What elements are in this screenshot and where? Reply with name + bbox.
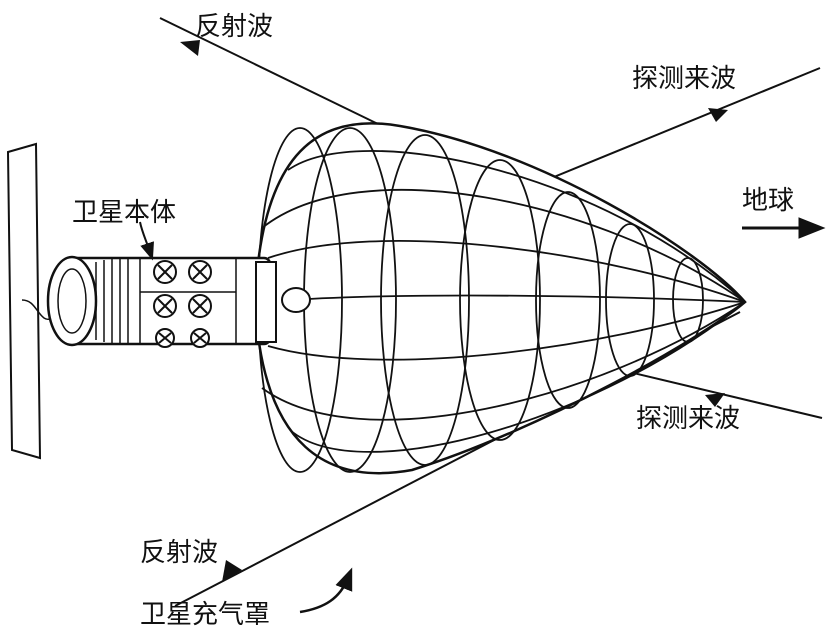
instrument-ports xyxy=(153,260,212,348)
label-probe-wave-top: 探测来波 xyxy=(632,64,737,94)
label-reflected-wave-bottom: 反射波 xyxy=(140,538,219,568)
shield-nose-knob xyxy=(281,287,311,313)
solar-panel xyxy=(6,142,42,460)
probe-wave-top-arrow xyxy=(708,108,728,122)
satellite-body-end-cap xyxy=(46,255,98,347)
satellite-body-collar xyxy=(255,261,277,343)
label-inflatable-shield: 卫星充气罩 xyxy=(140,600,271,630)
satellite-body-leader xyxy=(139,221,154,261)
label-earth: 地球 xyxy=(742,186,795,216)
label-reflected-wave-top: 反射波 xyxy=(195,12,274,42)
probe-wave-top-line xyxy=(509,67,821,196)
satellite-body-end-cap-inner xyxy=(57,268,87,334)
satellite-body-ridges xyxy=(95,259,129,343)
label-probe-wave-bottom: 探测来波 xyxy=(636,404,741,434)
probe-wave-bottom-arrow xyxy=(705,393,725,407)
label-satellite-body: 卫星本体 xyxy=(72,198,177,228)
reflected-wave-bottom-arrow xyxy=(222,560,242,582)
reflected-wave-top-arrow xyxy=(180,40,200,56)
shield-meridians xyxy=(261,150,746,453)
inflatable-shield-leader xyxy=(299,567,353,614)
